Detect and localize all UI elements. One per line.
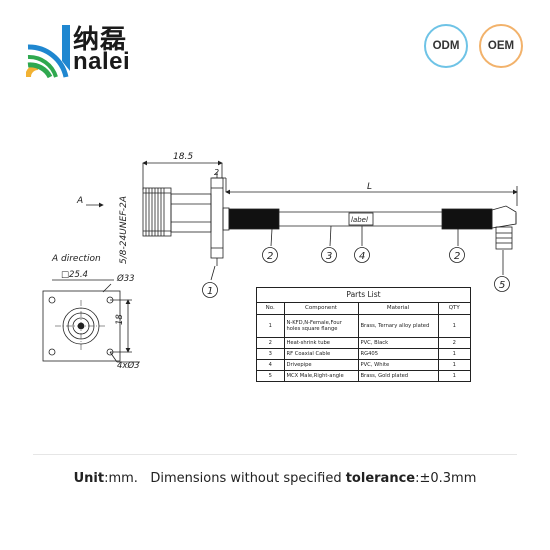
balloon-2-right: 2: [449, 229, 465, 263]
logo-blue-arc: [27, 44, 69, 78]
header-qty: QTY: [437, 303, 470, 315]
heat-shrink-left: [228, 208, 280, 230]
logo-blue-bar: [62, 25, 70, 71]
balloon-5: 5: [494, 250, 510, 292]
svg-text:1: 1: [207, 286, 213, 297]
tolerance-label: tolerance: [345, 471, 416, 486]
svg-text:4: 4: [359, 251, 365, 262]
dim-holes-text: 4xØ3: [117, 360, 140, 371]
parts-header-row: No. Component Material QTY: [257, 303, 470, 315]
header-no: No.: [257, 303, 285, 315]
table-row: 2 Heat-shrink tube PVC, Black 2: [257, 337, 470, 349]
svg-text:5: 5: [499, 280, 505, 291]
footer-divider: [33, 454, 517, 455]
table-row: 5 MCX Male,Right-angle Brass, Gold plate…: [257, 370, 470, 381]
nalei-logo-icon: [26, 25, 70, 79]
logo-green-arc: [27, 62, 53, 79]
dim-square-text: □25.4: [61, 270, 88, 280]
table-row: 3 RF Coaxial Cable RG405 1: [257, 348, 470, 360]
balloon-1: 1: [202, 265, 218, 298]
header-material: Material: [357, 303, 439, 315]
svg-text:2: 2: [267, 251, 273, 262]
svg-text:2: 2: [454, 251, 460, 262]
odm-badge: ODM: [424, 24, 468, 68]
thread-label: 5/8-24UNEF-2A: [119, 196, 129, 264]
table-row: 4 Drivepipe PVC, White 1: [257, 359, 470, 371]
dims-text: Dimensions without specified: [150, 471, 342, 486]
header-component: Component: [283, 303, 359, 315]
unit-value: :mm.: [104, 471, 138, 486]
tolerance-value: :±0.3mm: [415, 471, 477, 486]
svg-text:3: 3: [326, 251, 332, 262]
parts-list-table: Parts List No. Component Material QTY 1 …: [256, 287, 471, 382]
brand-name-en: nalei: [73, 48, 131, 75]
logo-green-arc-2: [27, 54, 58, 78]
label-tag-text: label: [351, 216, 368, 224]
dim-flange-dia-text: Ø33: [116, 273, 135, 284]
balloon-4: 4: [354, 226, 370, 263]
dim-L-text: L: [367, 182, 372, 192]
table-row: 1 N-KFD,N-Female,Four holes square flang…: [257, 314, 470, 338]
view-title: A direction: [51, 254, 101, 264]
flange-front-view: [42, 290, 121, 362]
view-arrow-label: A: [76, 196, 83, 206]
heat-shrink-right: [441, 208, 493, 230]
oem-badge: OEM: [479, 24, 523, 68]
cable-drivepipe: label: [279, 211, 442, 227]
brand-name-cn: 纳磊: [73, 25, 128, 55]
dim-2-text: 2: [214, 168, 219, 177]
mcx-right-angle-connector: [491, 205, 517, 250]
parts-list-title: Parts List: [257, 288, 470, 303]
unit-label: Unit: [73, 471, 105, 486]
n-female-connector: [142, 172, 230, 266]
dim-hole-spacing-text: 18: [115, 314, 125, 325]
balloon-3: 3: [321, 225, 337, 263]
balloon-2-left: 2: [262, 228, 278, 263]
dim-18-5-text: 18.5: [173, 152, 193, 162]
footer-note: Unit:mm. Dimensions without specified to…: [0, 471, 550, 486]
